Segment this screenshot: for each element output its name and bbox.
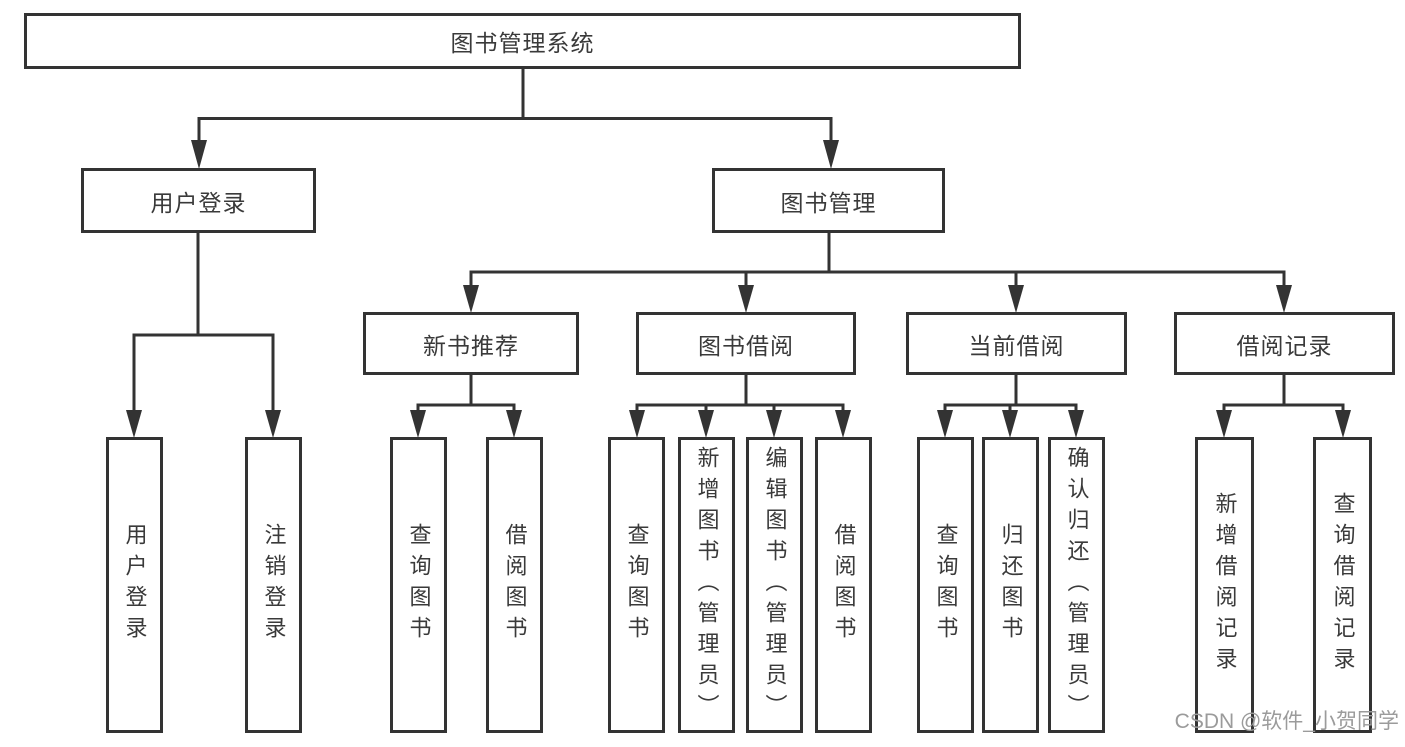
leaf-add-books-admin: 新增图书（管理员）: [678, 437, 735, 733]
node-borrow-record-label: 借阅记录: [1236, 332, 1333, 359]
node-root: 图书管理系统: [24, 13, 1021, 69]
node-current-borrow: 当前借阅: [906, 312, 1127, 375]
leaf-user-login-label: 用户登录: [122, 523, 148, 647]
leaf-query-books-recommend-label: 查询图书: [406, 523, 432, 647]
node-borrow-record: 借阅记录: [1174, 312, 1395, 375]
leaf-borrow-books-label: 借阅图书: [831, 523, 857, 647]
leaf-logout-label: 注销登录: [261, 523, 287, 647]
leaf-query-borrow-record-label: 查询借阅记录: [1330, 492, 1356, 678]
leaf-edit-books-admin-label: 编辑图书（管理员）: [762, 445, 788, 725]
leaf-borrow-books-recommend: 借阅图书: [486, 437, 543, 733]
leaf-return-books: 归还图书: [982, 437, 1039, 733]
node-book-management: 图书管理: [712, 168, 945, 233]
node-new-book-recommend: 新书推荐: [363, 312, 579, 375]
arrowheads: [126, 140, 1351, 438]
leaf-query-books-current-label: 查询图书: [933, 523, 959, 647]
leaf-query-books-recommend: 查询图书: [390, 437, 447, 733]
leaf-add-books-admin-label: 新增图书（管理员）: [694, 445, 720, 725]
leaf-user-login: 用户登录: [106, 437, 163, 733]
leaf-add-borrow-record-label: 新增借阅记录: [1212, 492, 1238, 678]
node-book-borrow: 图书借阅: [636, 312, 856, 375]
leaf-confirm-return-admin: 确认归还（管理员）: [1048, 437, 1105, 733]
leaf-borrow-books: 借阅图书: [815, 437, 872, 733]
leaf-logout: 注销登录: [245, 437, 302, 733]
node-book-borrow-label: 图书借阅: [698, 332, 794, 359]
node-user-login-label: 用户登录: [150, 189, 247, 216]
leaf-borrow-books-recommend-label: 借阅图书: [502, 523, 528, 647]
leaf-return-books-label: 归还图书: [998, 523, 1024, 647]
leaf-edit-books-admin: 编辑图书（管理员）: [746, 437, 803, 733]
leaf-query-borrow-record: 查询借阅记录: [1313, 437, 1372, 733]
node-book-management-label: 图书管理: [780, 189, 877, 216]
leaf-confirm-return-admin-label: 确认归还（管理员）: [1064, 445, 1090, 725]
node-root-label: 图书管理系统: [450, 30, 595, 56]
leaf-add-borrow-record: 新增借阅记录: [1195, 437, 1254, 733]
leaf-query-books-current: 查询图书: [917, 437, 974, 733]
node-current-borrow-label: 当前借阅: [968, 332, 1065, 359]
node-new-book-recommend-label: 新书推荐: [423, 332, 519, 359]
csdn-watermark: CSDN @软件_小贺同学: [1174, 710, 1399, 733]
leaf-query-books-borrow-label: 查询图书: [624, 523, 650, 647]
node-user-login: 用户登录: [81, 168, 316, 233]
leaf-query-books-borrow: 查询图书: [608, 437, 665, 733]
